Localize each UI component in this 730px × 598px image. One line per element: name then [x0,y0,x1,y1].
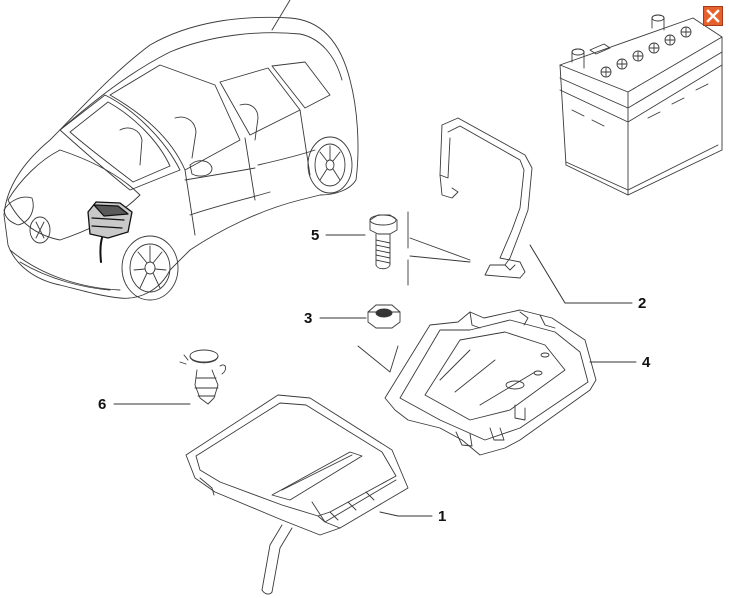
callout-4: 4 [642,354,651,371]
rear-wheel [307,136,353,194]
leader-lines [113,234,637,517]
callout-3: 3 [304,310,312,327]
part-2-strap [439,117,533,279]
part-4-indicator [357,345,399,373]
front-wheel [121,235,179,301]
engine-bay-battery [87,201,133,263]
part-4-tray [384,309,597,456]
callout-1: 1 [438,508,446,525]
callout-5: 5 [311,227,319,244]
battery-illustration [559,14,723,196]
part-1-cover [185,394,409,595]
callout-2: 2 [638,295,646,312]
part-6-clip [179,349,227,405]
part-5-bolt [369,211,471,286]
part-3-nut [367,304,401,329]
callout-6: 6 [98,396,106,413]
car-illustration [3,0,359,301]
close-icon [706,9,720,23]
close-button[interactable] [703,6,723,26]
